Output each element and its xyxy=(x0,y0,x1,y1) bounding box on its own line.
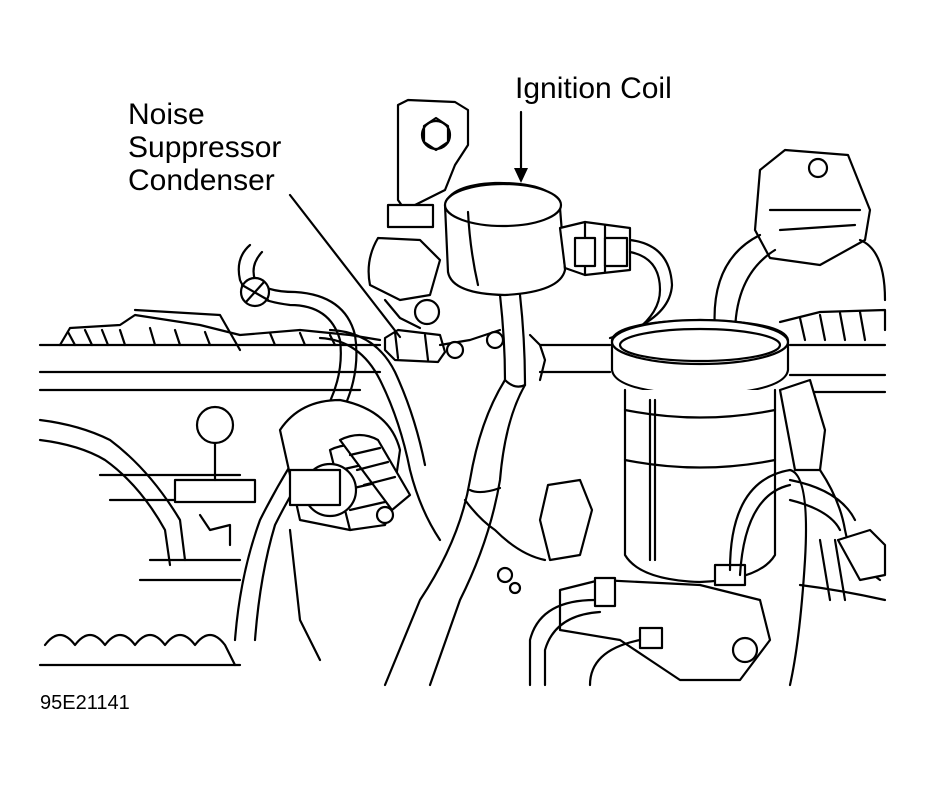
fuel-lines-left xyxy=(233,243,442,642)
engine-left-components xyxy=(38,398,402,662)
label-line-condenser: Condenser xyxy=(128,164,275,197)
center-hose-clamps xyxy=(338,330,522,595)
master-cylinder xyxy=(528,468,808,687)
ignition-coil-label: Ignition Coil xyxy=(515,72,672,105)
wiring-harness-right xyxy=(608,148,887,582)
vacuum-hoses xyxy=(383,293,594,687)
leader-lines xyxy=(288,110,528,339)
noise-suppressor-condenser-label: Noise Suppressor Condenser xyxy=(128,98,281,197)
figure-code: 95E21141 xyxy=(40,692,130,714)
ignition-coil xyxy=(367,181,632,330)
bellows-boot xyxy=(38,633,242,667)
label-line-noise: Noise xyxy=(128,98,205,131)
noise-suppressor-condenser xyxy=(383,298,502,364)
coil-bracket xyxy=(386,98,470,229)
radiator-support xyxy=(38,308,887,394)
right-fittings xyxy=(528,333,887,602)
brake-fluid-reservoir xyxy=(610,318,790,584)
label-line-suppressor: Suppressor xyxy=(128,131,282,164)
